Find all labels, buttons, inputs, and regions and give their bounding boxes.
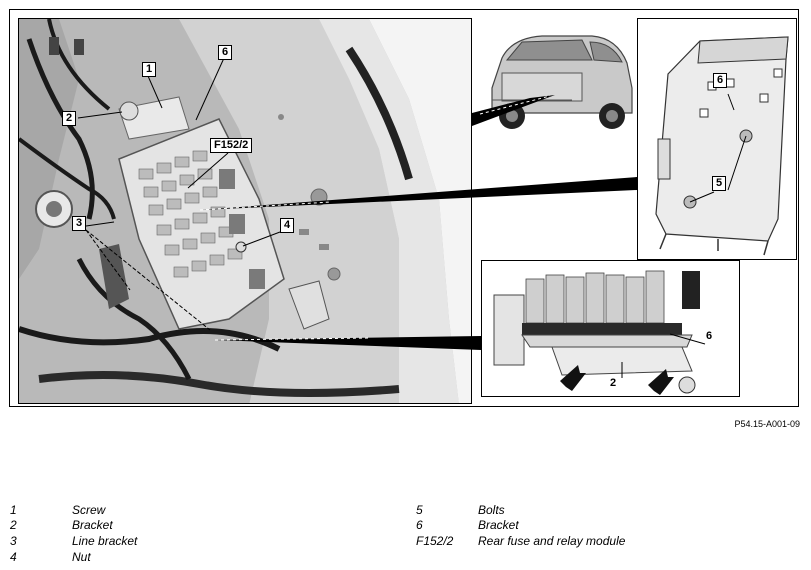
callout-2: 2 <box>62 111 77 126</box>
legend-text: Bolts <box>478 503 505 517</box>
side-view-inset <box>481 260 740 397</box>
callout-4: 4 <box>280 218 295 233</box>
main-photo-view <box>18 18 472 404</box>
legend-text: Nut <box>72 550 91 564</box>
legend-number: 1 <box>10 503 17 517</box>
legend-text: Bracket <box>478 518 519 532</box>
legend-text: Screw <box>72 503 106 517</box>
callout-6: 6 <box>218 45 233 60</box>
legend-text: Rear fuse and relay module <box>478 534 626 548</box>
legend-text: Line bracket <box>72 534 138 548</box>
legend-number: 4 <box>10 550 17 564</box>
legend-number: 6 <box>416 518 423 532</box>
callout-6-side: 6 <box>706 330 713 342</box>
trunk-photo-illustration <box>19 19 471 403</box>
callout-3: 3 <box>72 216 87 231</box>
fuse-module-back-illustration <box>655 36 789 256</box>
vehicle-inset <box>472 28 640 138</box>
callout-f152-2: F152/2 <box>210 138 253 153</box>
callout-2-side: 2 <box>610 377 617 389</box>
legend-text: Bracket <box>72 518 113 532</box>
module-side-illustration <box>482 261 739 396</box>
legend-number: 5 <box>416 503 423 517</box>
suv-rear-illustration <box>491 35 633 129</box>
legend-number: F152/2 <box>416 534 454 548</box>
callout-6-module: 6 <box>713 73 728 88</box>
figure-reference: P54.15-A001-09 <box>734 419 800 429</box>
legend-number: 2 <box>10 518 17 532</box>
figure-frame: 1 6 2 F152/2 3 4 6 5 6 2 <box>9 9 799 407</box>
callout-5: 5 <box>712 176 727 191</box>
callout-1: 1 <box>142 62 157 77</box>
module-detail-inset <box>637 18 797 260</box>
legend-number: 3 <box>10 534 17 548</box>
